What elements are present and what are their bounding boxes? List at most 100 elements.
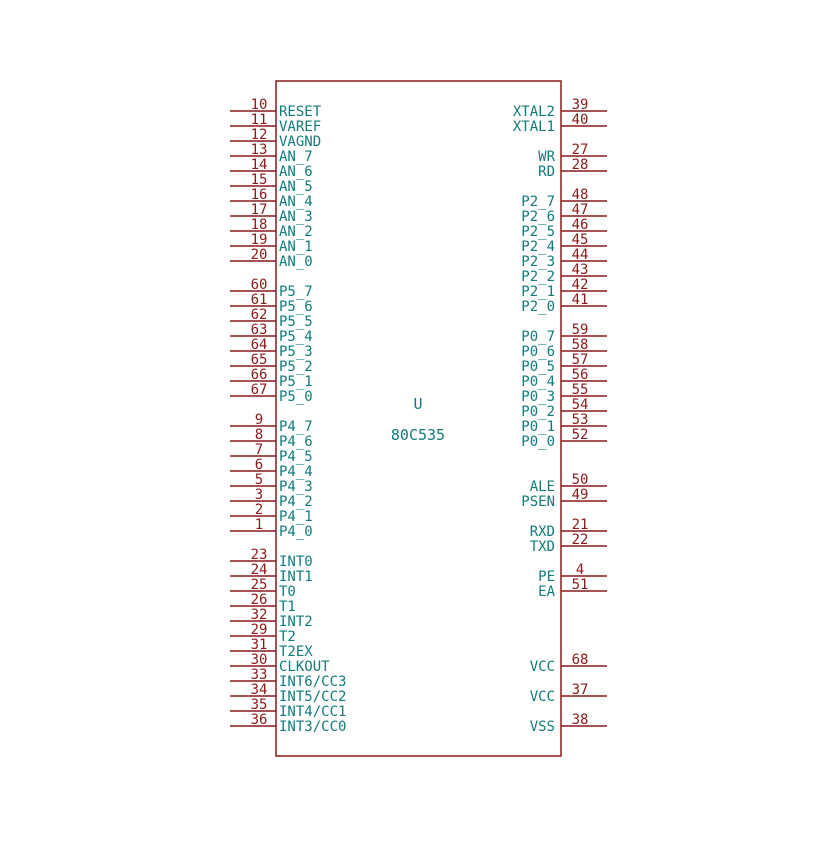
pin-name: P0_4	[521, 374, 555, 390]
pin-name: RESET	[279, 104, 322, 120]
pin-number: 50	[572, 472, 589, 488]
pin-name: WR	[538, 149, 555, 165]
pin-number: 20	[251, 247, 268, 263]
pin-number: 9	[255, 412, 263, 428]
pin-name: T2	[279, 629, 296, 645]
pin-number: 35	[251, 697, 268, 713]
pin-name: TXD	[530, 539, 555, 555]
pin-name: P0_0	[521, 434, 555, 450]
pin-number: 15	[251, 172, 268, 188]
pin-name: T0	[279, 584, 296, 600]
pin-name: P2_3	[521, 254, 555, 270]
pin-name: P4_3	[279, 479, 313, 495]
pin-name: P2_6	[521, 209, 555, 225]
pin-number: 39	[572, 97, 589, 113]
pin-number: 48	[572, 187, 589, 203]
pin-name: AN_2	[279, 224, 313, 240]
pin-name: T2EX	[279, 644, 313, 660]
pin-name: P4_1	[279, 509, 313, 525]
pin-name: RD	[538, 164, 555, 180]
pin-name: P0_5	[521, 359, 555, 375]
pin-number: 23	[251, 547, 268, 563]
pin-name: P4_4	[279, 464, 313, 480]
pin-name: INT3/CC0	[279, 719, 346, 735]
pin-number: 57	[572, 352, 589, 368]
pin-number: 60	[251, 277, 268, 293]
pin-name: P4_5	[279, 449, 313, 465]
pin-number: 62	[251, 307, 268, 323]
pin-number: 12	[251, 127, 268, 143]
pin-name: P0_3	[521, 389, 555, 405]
pin-number: 54	[572, 397, 589, 413]
pin-name: P5_5	[279, 314, 313, 330]
pin-number: 45	[572, 232, 589, 248]
pin-number: 13	[251, 142, 268, 158]
pin-number: 44	[572, 247, 589, 263]
pin-number: 2	[255, 502, 263, 518]
pin-name: P4_7	[279, 419, 313, 435]
pin-number: 49	[572, 487, 589, 503]
pin-number: 61	[251, 292, 268, 308]
pin-name: P5_1	[279, 374, 313, 390]
pin-number: 26	[251, 592, 268, 608]
pin-number: 38	[572, 712, 589, 728]
pin-number: 17	[251, 202, 268, 218]
pin-number: 28	[572, 157, 589, 173]
pin-number: 11	[251, 112, 268, 128]
pin-number: 66	[251, 367, 268, 383]
pin-number: 27	[572, 142, 589, 158]
pin-number: 37	[572, 682, 589, 698]
pin-name: P5_0	[279, 389, 313, 405]
pin-name: AN_1	[279, 239, 313, 255]
pin-number: 68	[572, 652, 589, 668]
pin-number: 1	[255, 517, 263, 533]
pin-number: 7	[255, 442, 263, 458]
pin-name: AN_4	[279, 194, 313, 210]
pin-name: AN_0	[279, 254, 313, 270]
pin-name: EA	[538, 584, 555, 600]
pin-number: 52	[572, 427, 589, 443]
pin-name: P2_2	[521, 269, 555, 285]
pin-name: INT2	[279, 614, 313, 630]
pin-name: XTAL1	[513, 119, 555, 135]
pin-name: P5_7	[279, 284, 313, 300]
pin-name: AN_7	[279, 149, 313, 165]
component-value: 80C535	[391, 426, 445, 444]
pin-name: P2_0	[521, 299, 555, 315]
pin-number: 46	[572, 217, 589, 233]
pin-number: 40	[572, 112, 589, 128]
pin-number: 55	[572, 382, 589, 398]
pin-number: 10	[251, 97, 268, 113]
pin-name: INT4/CC1	[279, 704, 346, 720]
pin-name: CLKOUT	[279, 659, 330, 675]
component-reference: U	[413, 395, 422, 413]
pin-name: PE	[538, 569, 555, 585]
pin-name: P0_1	[521, 419, 555, 435]
pin-name: P4_2	[279, 494, 313, 510]
pin-name: P2_5	[521, 224, 555, 240]
pin-number: 25	[251, 577, 268, 593]
pin-name: PSEN	[521, 494, 555, 510]
pin-name: AN_5	[279, 179, 313, 195]
pin-number: 24	[251, 562, 268, 578]
pin-number: 22	[572, 532, 589, 548]
pin-number: 51	[572, 577, 589, 593]
pin-number: 47	[572, 202, 589, 218]
pin-number: 5	[255, 472, 263, 488]
pin-name: P5_2	[279, 359, 313, 375]
pin-number: 64	[251, 337, 268, 353]
pin-name: VSS	[530, 719, 555, 735]
pin-number: 34	[251, 682, 268, 698]
pin-name: XTAL2	[513, 104, 555, 120]
pin-name: INT1	[279, 569, 313, 585]
pin-name: RXD	[530, 524, 555, 540]
pin-number: 16	[251, 187, 268, 203]
pin-number: 58	[572, 337, 589, 353]
pin-name: AN_3	[279, 209, 313, 225]
pin-name: VAREF	[279, 119, 321, 135]
ic-body-outline	[275, 80, 562, 757]
